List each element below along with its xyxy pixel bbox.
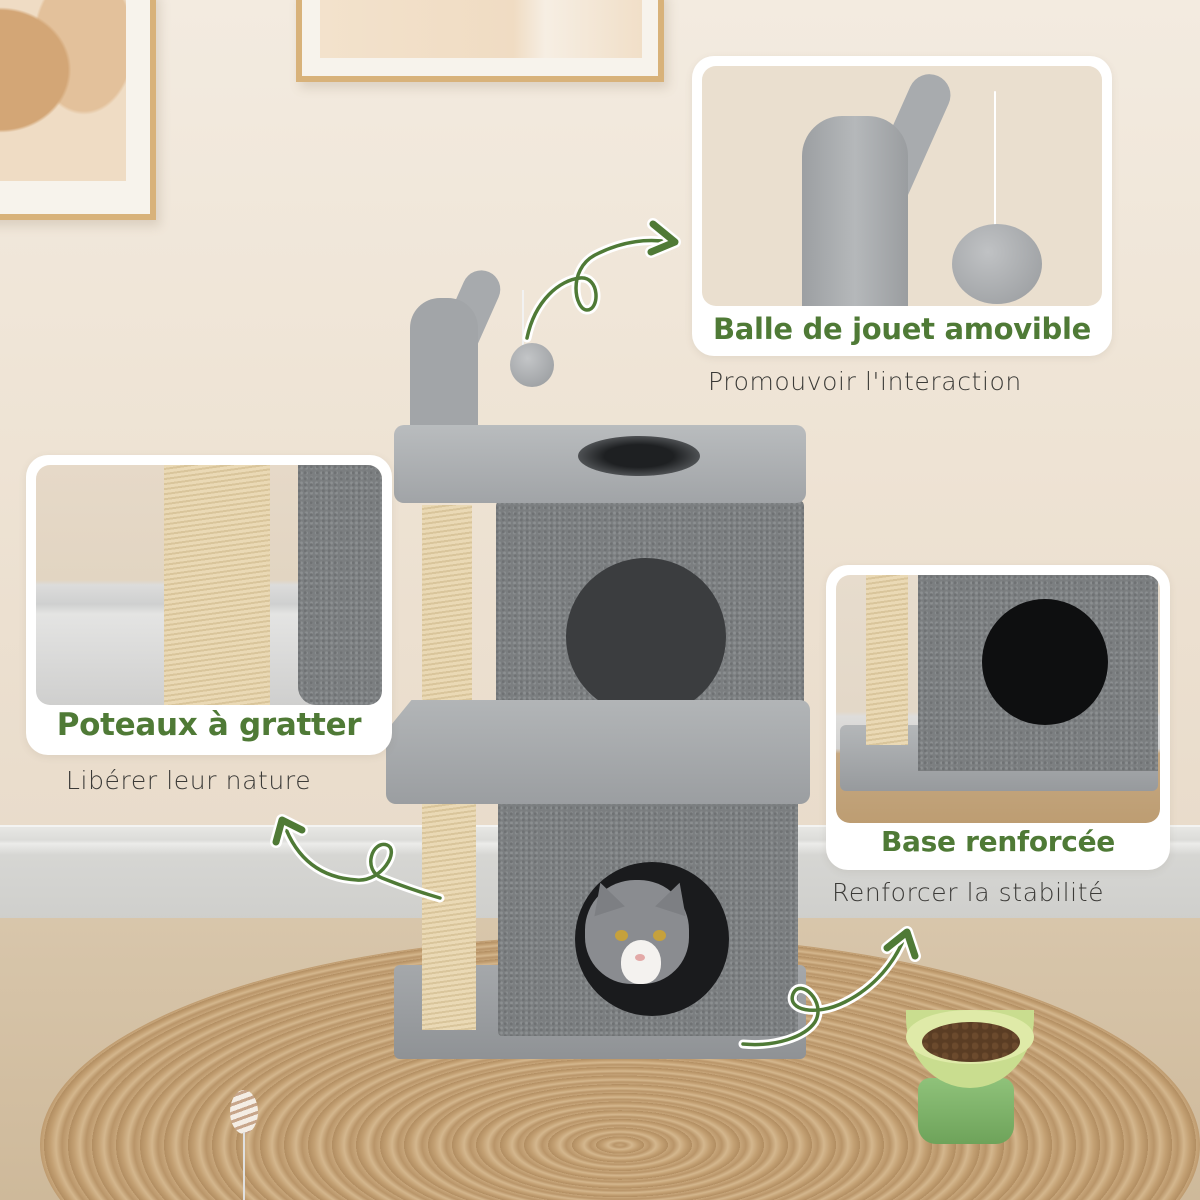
- callout-card-reinforced-base: Base renforcée: [826, 565, 1170, 870]
- toy-string: [522, 290, 524, 346]
- condo-entrance-closeup: [982, 599, 1108, 725]
- callout-card-toy-ball: Balle de jouet amovible: [692, 56, 1112, 356]
- callout-card-scratching-posts: Poteaux à gratter: [26, 455, 392, 755]
- cat: [585, 877, 695, 984]
- callout-title: Balle de jouet amovible: [712, 312, 1091, 346]
- curly-arrow-icon: [522, 218, 681, 343]
- lower-condo-entrance: [575, 862, 729, 1016]
- curly-arrow-icon: [270, 814, 445, 903]
- abstract-art: [320, 0, 642, 58]
- detail-photo-base: [836, 575, 1160, 823]
- abstract-art: [0, 0, 126, 181]
- sisal-scratching-post-lower: [422, 804, 476, 1030]
- food-bowl-stand: [918, 1078, 1014, 1144]
- callout-title: Base renforcée: [881, 825, 1115, 858]
- wall-picture-frame-top: [296, 0, 664, 82]
- upper-condo-entrance: [566, 558, 726, 716]
- detail-photo-scratching-post: [36, 465, 382, 705]
- top-perch-hole: [578, 436, 700, 476]
- cat-food: [922, 1022, 1020, 1062]
- elastic-string: [994, 91, 996, 231]
- callout-caption: Renforcer la stabilité: [832, 878, 1105, 907]
- callout-caption: Promouvoir l'interaction: [708, 367, 1022, 396]
- middle-platform: [386, 700, 810, 804]
- curly-arrow-icon: [738, 926, 921, 1050]
- callout-title: Poteaux à gratter: [56, 707, 362, 743]
- pompom-ball: [952, 224, 1042, 304]
- wall-picture-frame-left: [0, 0, 156, 220]
- carpet-panel-closeup: [298, 465, 382, 705]
- hanging-toy-ball: [510, 343, 554, 387]
- callout-caption: Libérer leur nature: [66, 766, 312, 795]
- detail-photo-toy-ball: [702, 66, 1102, 306]
- sisal-post-closeup: [164, 465, 270, 705]
- sisal-toy-mouse: [230, 1090, 258, 1134]
- cat-nose: [635, 954, 645, 961]
- plush-post: [802, 116, 908, 306]
- cat-muzzle: [621, 940, 661, 984]
- cat-ear: [655, 877, 695, 917]
- cat-eye: [615, 930, 628, 941]
- sisal-post-closeup: [866, 575, 908, 745]
- cat-eye: [653, 930, 666, 941]
- toy-wire: [243, 1132, 245, 1200]
